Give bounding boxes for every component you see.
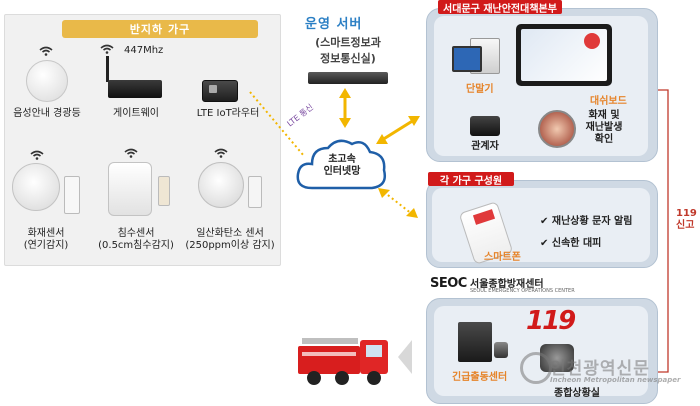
device-label-voice-light: 음성안내 경광등 [13,108,81,119]
cloud-icon [296,139,386,190]
dashboard-label: 대쉬보드 [590,96,627,107]
wifi-icon [214,148,228,158]
report-label-line2: 신고 [676,220,695,231]
wifi-icon [30,150,44,160]
check-item-evacuate-text: 신속한 대피 [551,238,602,249]
terminal-monitor [452,46,482,72]
confirm-label: 화재 및 재난발생 확인 [574,110,634,146]
situation-label: 종합상황실 [554,388,600,399]
device-label-fire-sensor: 화재센서 [27,228,65,239]
dispatch-arrow [398,340,412,374]
seoul-center-sub: SEOUL EMERGENCY OPERATIONS CENTER [470,288,575,294]
report-label: 119 신고 [676,208,697,232]
fire-sensor-image [12,163,60,211]
confirm-line3: 확인 [594,134,614,145]
terminal-label: 단말기 [466,84,494,95]
server-rack-image [308,72,388,84]
server-cloud-arrow [339,88,351,128]
cloud-household-arrow [378,188,418,218]
server-stack-image [458,322,492,362]
confirm-line2: 재난발생 [585,122,623,133]
co-sensor-module [248,176,262,208]
disk-image [494,342,508,358]
check-item-sms: ✔ 재난상황 문자 알림 [540,216,633,227]
device-label-gateway: 게이트웨이 [113,108,159,119]
household-title-tag: 각 가구 구성원 [428,172,514,187]
flood-sensor-image [108,162,152,216]
cloud-label-line1: 초고속 [328,154,356,165]
gateway-antenna [106,56,109,82]
wifi-icon [124,148,138,158]
device-sub-flood-sensor: (0.5cm침수감지) [98,240,174,251]
seoc-logo: SEOC [430,276,467,291]
seoul-center-name: 서울종합방재센터 [470,279,544,290]
lte-dotted-line [249,91,305,157]
wifi-icon [100,44,114,54]
staff-group-image [538,110,576,148]
server-subtitle-line2: 정보통신실) [320,52,376,65]
voice-alarm-light-image [26,60,68,102]
flood-sensor-probe [158,176,170,206]
server-title: 운영 서버 [305,17,363,32]
smartphone-label: 스마트폰 [484,252,521,263]
watermark-subtitle: Incheon Metropolitan newspaper [550,376,681,384]
report-bracket-line [648,89,669,373]
panel-title: 반지하 가구 [62,20,258,38]
report-label-line1: 119 [676,208,697,219]
desk-phone-image [470,116,500,136]
119-badge: 119 [526,306,576,336]
confirm-line1: 화재 및 [588,110,620,121]
device-label-lte-router: LTE IoT라우터 [196,108,260,119]
device-sub-co-sensor: (250ppm이상 감지) [185,240,275,251]
check-item-sms-text: 재난상황 문자 알림 [551,216,633,227]
device-label-flood-sensor: 침수센서 [117,228,155,239]
server-subtitle: (스마트정보과 정보통신실) [298,35,398,67]
server-subtitle-line1: (스마트정보과 [315,36,381,49]
cloud-hq-arrow [376,116,420,144]
watermark-logo-icon [520,352,552,384]
frequency-label: 447Mhz [124,45,164,56]
dispatch-label: 긴급출동센터 [452,372,508,383]
device-label-co-sensor: 일산화탄소 센서 [196,228,264,239]
cloud-label-line2: 인터넷망 [323,166,361,177]
hq-title-tag: 서대문구 재난안전대책본부 [438,0,562,15]
wifi-icon [39,46,53,56]
household-devices-panel [4,14,281,266]
co-sensor-image [198,162,244,208]
cloud-label: 초고속 인터넷망 [306,154,378,178]
fire-truck-image [298,338,388,385]
staff-label: 관계자 [471,141,499,152]
fire-sensor-module [64,176,80,214]
router-port [209,85,217,93]
alert-icon [584,33,600,49]
watermark-title: 인천광역신문 [550,359,650,379]
device-sub-fire-sensor: (연기감지) [23,240,69,251]
gateway-image [108,80,162,98]
check-item-evacuate: ✔ 신속한 대피 [540,238,602,249]
